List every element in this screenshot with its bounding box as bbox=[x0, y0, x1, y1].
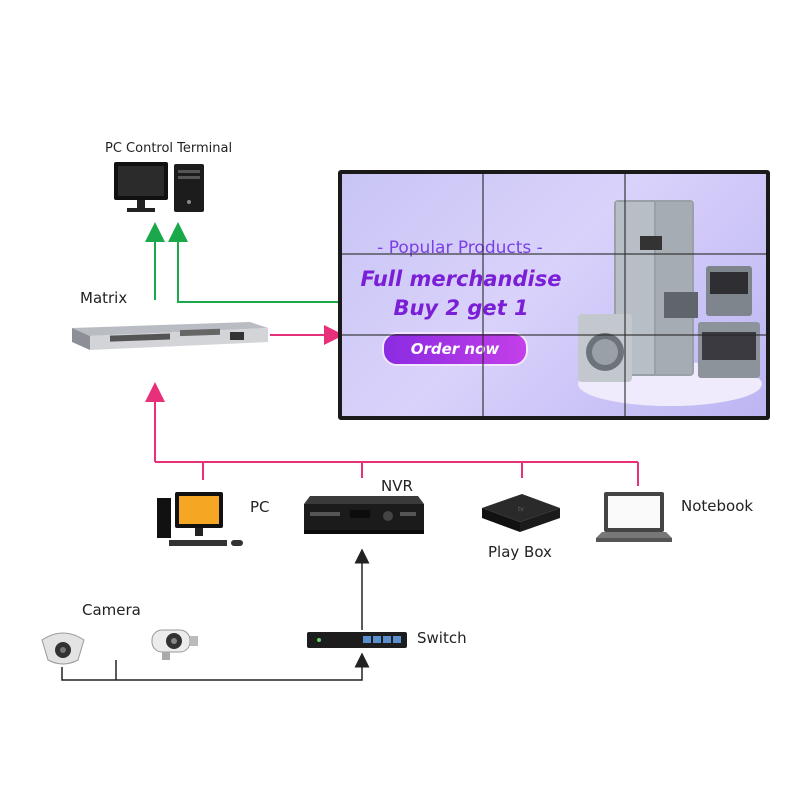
camera-label: Camera bbox=[82, 601, 141, 619]
svg-text:tv: tv bbox=[518, 506, 524, 513]
nvr-label: NVR bbox=[381, 477, 413, 495]
matrix-label: Matrix bbox=[80, 289, 128, 307]
play-box-icon: tv bbox=[482, 494, 560, 532]
video-wall: - Popular Products - Full merchandise Bu… bbox=[338, 170, 770, 420]
switch-icon bbox=[307, 632, 407, 648]
video-wall-screen: - Popular Products - Full merchandise Bu… bbox=[342, 174, 766, 416]
pc-control-terminal-label: PC Control Terminal bbox=[105, 141, 233, 156]
bezel-seam bbox=[482, 174, 484, 416]
matrix-icon bbox=[72, 322, 268, 350]
pc-label: PC bbox=[250, 498, 270, 516]
bezel-seam bbox=[342, 334, 766, 336]
promo-headline-1: Full merchandise bbox=[360, 267, 562, 291]
bezel-seam bbox=[342, 253, 766, 255]
order-now-button[interactable]: Order now bbox=[382, 332, 528, 366]
switch-label: Switch bbox=[417, 629, 467, 647]
dome-camera-icon bbox=[41, 632, 85, 665]
notebook-label: Notebook bbox=[681, 497, 754, 515]
appliances-image bbox=[578, 200, 762, 406]
bullet-camera-icon bbox=[151, 629, 198, 660]
pc-icon bbox=[157, 492, 243, 546]
bezel-seam bbox=[624, 174, 626, 416]
notebook-icon bbox=[596, 492, 672, 542]
control-line-wall bbox=[168, 222, 338, 303]
promo-headline-2: Buy 2 get 1 bbox=[393, 296, 529, 320]
network-line-cameras bbox=[61, 652, 370, 681]
play-box-label: Play Box bbox=[488, 543, 552, 561]
pc-control-terminal-icon bbox=[114, 162, 204, 212]
nvr-icon bbox=[304, 496, 424, 534]
promo-subtitle: - Popular Products - bbox=[377, 238, 543, 258]
